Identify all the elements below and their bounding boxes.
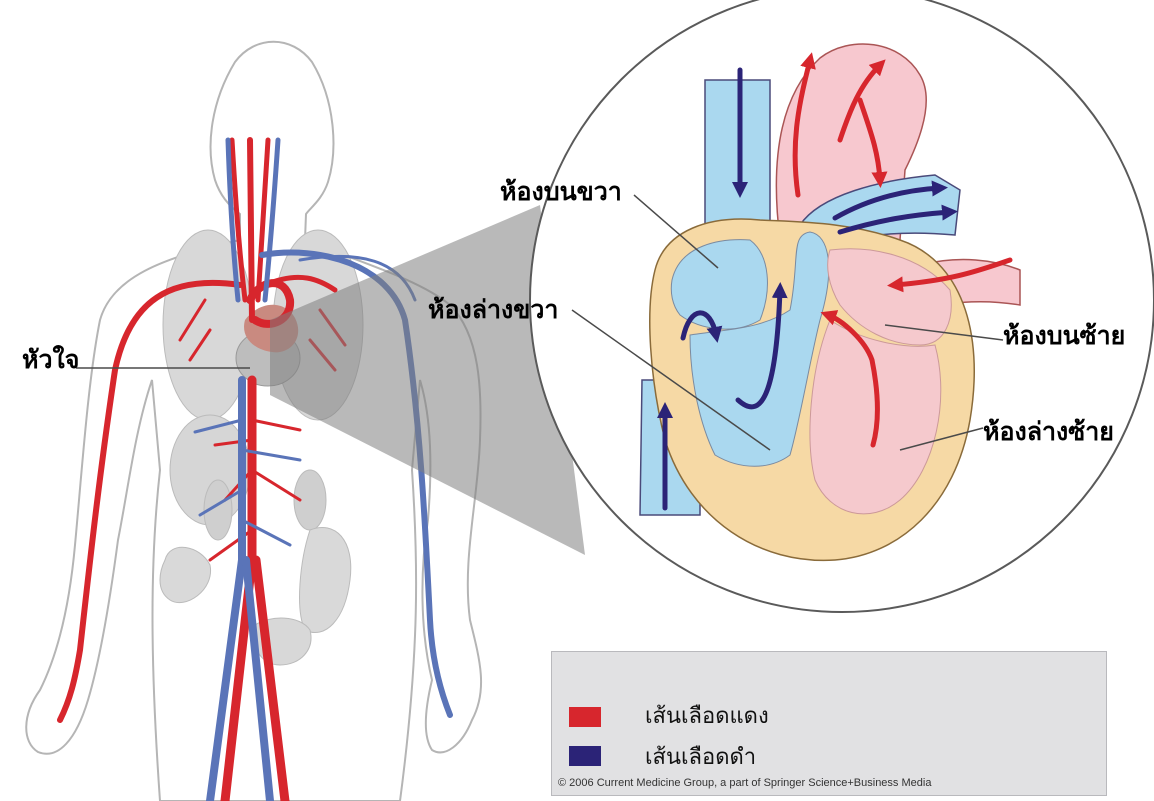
legend-swatch-artery — [569, 707, 601, 727]
label-right-atrium: ห้องบนขวา — [500, 172, 622, 212]
label-left-ventricle: ห้องล่างซ้าย — [983, 412, 1114, 452]
label-right-ventricle: ห้องล่างขวา — [428, 290, 558, 330]
label-heart: หัวใจ — [22, 340, 79, 380]
legend-label-artery: เส้นเลือดแดง — [645, 698, 769, 733]
legend-box: เส้นเลือดแดง เส้นเลือดดำ © 2006 Current … — [551, 651, 1107, 796]
legend-swatch-vein — [569, 746, 601, 766]
legend-label-vein: เส้นเลือดดำ — [645, 739, 756, 774]
label-left-atrium: ห้องบนซ้าย — [1003, 316, 1125, 356]
copyright-credit: © 2006 Current Medicine Group, a part of… — [558, 777, 931, 789]
